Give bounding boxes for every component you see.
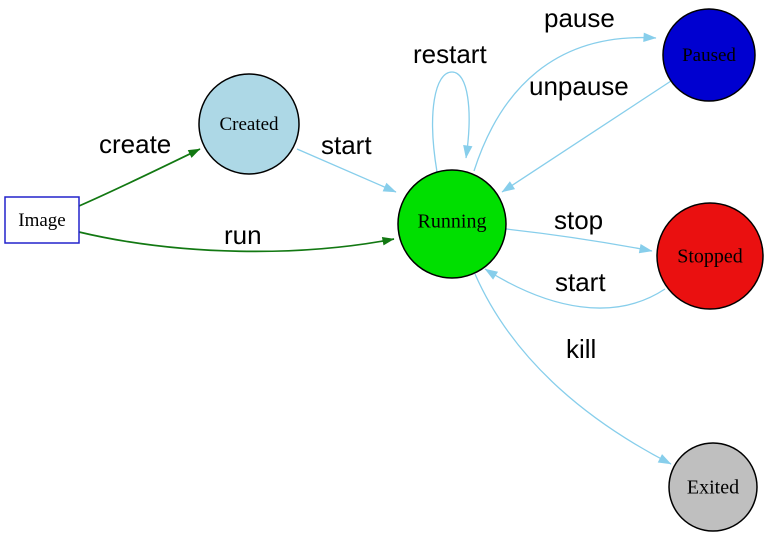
edge-restart-self-loop xyxy=(432,71,473,173)
node-label-image: Image xyxy=(18,210,66,231)
node-label-running: Running xyxy=(417,210,487,233)
node-image xyxy=(4,196,80,244)
node-label-paused: Paused xyxy=(682,45,736,66)
node-label-created: Created xyxy=(219,114,279,135)
edge-label-kill: kill xyxy=(566,334,597,364)
node-paused xyxy=(662,8,756,102)
node-stopped xyxy=(656,202,764,310)
edge-label-create: create xyxy=(99,129,172,159)
edge-stop xyxy=(505,228,653,254)
node-label-exited: Exited xyxy=(686,476,740,499)
node-running xyxy=(397,169,507,279)
edge-kill xyxy=(474,273,672,465)
edge-label-stop: stop xyxy=(554,205,604,235)
edge-start-stopped-running xyxy=(484,268,666,309)
edge-pause xyxy=(473,32,657,172)
edge-create xyxy=(78,148,201,207)
edge-label-start-created: start xyxy=(321,130,372,160)
node-created xyxy=(198,73,300,175)
edge-unpause xyxy=(501,80,672,193)
node-label-stopped: Stopped xyxy=(677,245,743,268)
node-exited xyxy=(668,442,758,532)
edge-label-pause: pause xyxy=(544,3,615,33)
edge-label-unpause: unpause xyxy=(529,71,629,101)
edge-run xyxy=(78,231,395,253)
edge-label-run: run xyxy=(224,220,262,250)
edge-label-restart: restart xyxy=(413,39,487,69)
edge-label-start-stopped: start xyxy=(555,267,606,297)
edge-start-created-running xyxy=(296,148,397,193)
